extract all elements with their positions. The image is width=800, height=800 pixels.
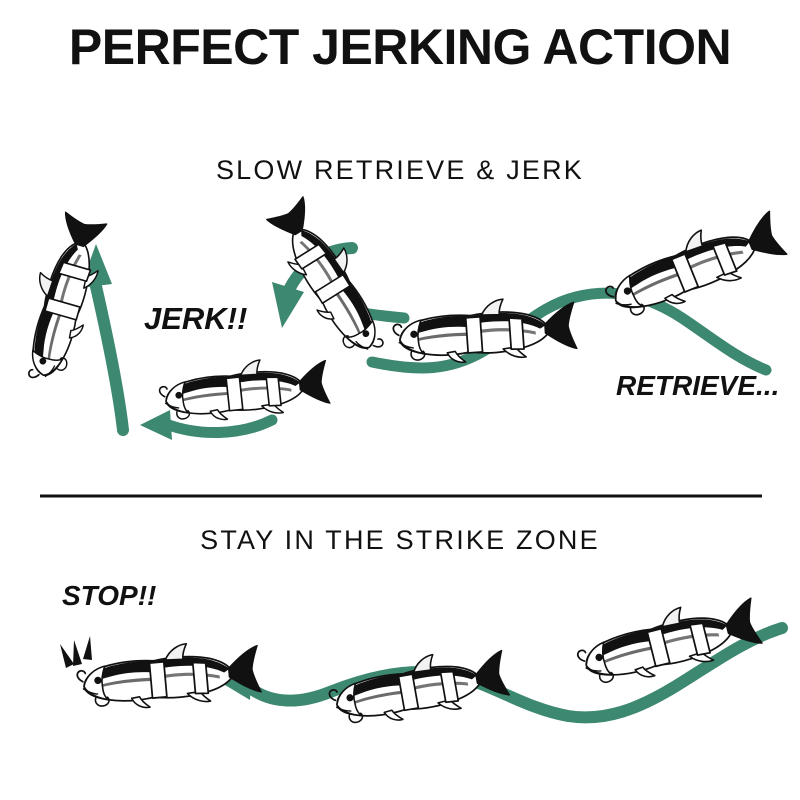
label-jerk: JERK!! <box>144 301 248 336</box>
bottom-section-heading: STAY IN THE STRIKE ZONE <box>200 525 600 555</box>
arrow-fall-left <box>140 410 278 440</box>
lure-bottom-high <box>571 589 765 694</box>
page-title: PERFECT JERKING ACTION <box>68 19 732 75</box>
top-section-heading: SLOW RETRIEVE & JERK <box>215 155 585 185</box>
label-retrieve: RETRIEVE... <box>616 370 780 401</box>
lure-top-settling <box>156 352 332 427</box>
lure-top-diving <box>261 191 400 366</box>
label-stop: STOP!! <box>62 580 157 611</box>
arrow-retrieve-wave <box>366 287 772 376</box>
lure-top-climbing <box>597 202 790 329</box>
lure-bottom-stopped <box>74 636 263 715</box>
stop-impact-marks <box>60 636 92 668</box>
